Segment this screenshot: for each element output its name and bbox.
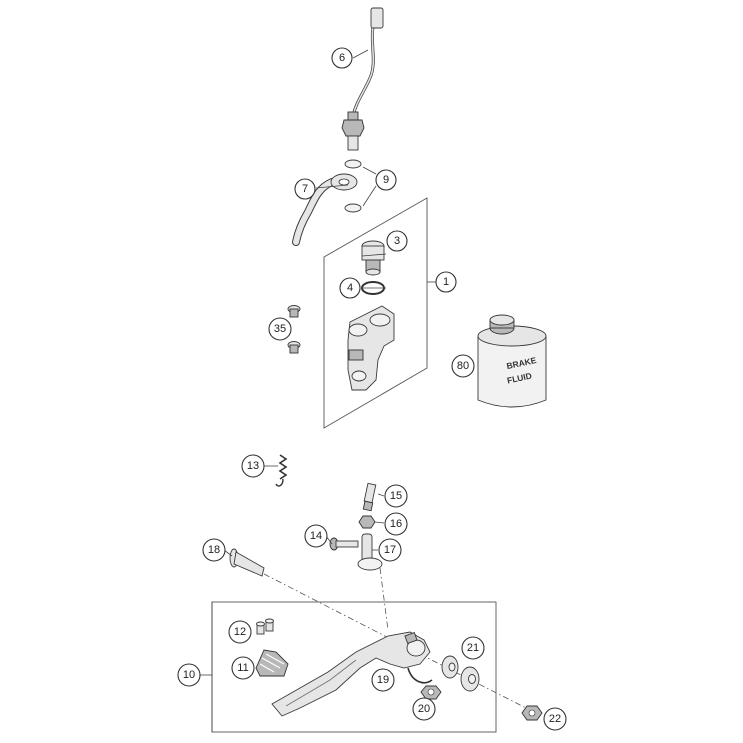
callout-14: 14: [304, 524, 328, 548]
leader-lines: [200, 49, 436, 732]
callout-6: 6: [331, 47, 353, 69]
clevis-bolt-part: [329, 537, 359, 551]
svg-text:13: 13: [247, 460, 259, 472]
spring-part: [275, 454, 288, 487]
callout-7: 7: [294, 178, 316, 200]
svg-text:1: 1: [443, 276, 449, 288]
master-cylinder-body-part: [347, 305, 395, 391]
reservoir-connector-part: [361, 240, 385, 276]
sealing-washers-part: [344, 159, 362, 213]
bushings-part: [256, 618, 274, 635]
screws-part: [287, 305, 301, 354]
callout-3: 3: [386, 230, 408, 252]
svg-text:11: 11: [237, 662, 248, 674]
callout-35: 35: [268, 317, 292, 341]
brake-fluid-can-part: BRAKE FLUID: [477, 314, 547, 408]
svg-text:21: 21: [467, 642, 479, 654]
callout-11: 11: [231, 656, 255, 680]
pivot-bolt-part: [229, 548, 265, 577]
callout-18: 18: [202, 538, 226, 562]
svg-text:18: 18: [208, 544, 220, 556]
svg-text:6: 6: [339, 52, 345, 64]
callout-9: 9: [375, 169, 397, 191]
callout-16: 16: [384, 512, 408, 536]
callout-13: 13: [241, 454, 265, 478]
callout-20: 20: [412, 697, 436, 721]
callout-1: 1: [435, 271, 457, 293]
callout-80: 80: [451, 354, 475, 378]
callout-12: 12: [228, 620, 252, 644]
pedal-tip-part: [255, 649, 289, 677]
pushrod-part: [362, 482, 377, 512]
svg-text:22: 22: [549, 713, 561, 725]
hex-nut-part: [420, 685, 442, 700]
svg-text:12: 12: [234, 626, 246, 638]
svg-text:10: 10: [183, 669, 195, 681]
master-cylinder-assembly-frame: [323, 197, 428, 429]
return-spring-part: [407, 667, 433, 684]
callout-10: 10: [177, 663, 201, 687]
lock-nut-part: [358, 515, 376, 529]
fork-head-part: [357, 533, 383, 571]
callout-17: 17: [378, 538, 402, 562]
svg-text:14: 14: [310, 530, 322, 542]
brake-hose-part: [292, 173, 358, 246]
svg-text:19: 19: [377, 674, 389, 686]
svg-text:35: 35: [274, 323, 286, 335]
callout-22: 22: [543, 707, 567, 731]
collar-nut-part: [521, 705, 543, 721]
bearings-part: [441, 655, 480, 692]
callout-21: 21: [461, 636, 485, 660]
callout-4: 4: [339, 277, 361, 299]
brake-light-switch-part: [341, 7, 384, 151]
svg-text:16: 16: [390, 518, 402, 530]
svg-text:20: 20: [418, 703, 430, 715]
callout-15: 15: [384, 484, 408, 508]
svg-text:3: 3: [394, 235, 400, 247]
svg-text:80: 80: [457, 360, 469, 372]
svg-text:4: 4: [347, 282, 353, 294]
svg-text:17: 17: [384, 544, 396, 556]
svg-text:7: 7: [302, 183, 308, 195]
svg-text:15: 15: [390, 490, 402, 502]
callout-19: 19: [371, 668, 395, 692]
brake-pedal-part: [271, 631, 431, 717]
svg-text:9: 9: [383, 174, 389, 186]
